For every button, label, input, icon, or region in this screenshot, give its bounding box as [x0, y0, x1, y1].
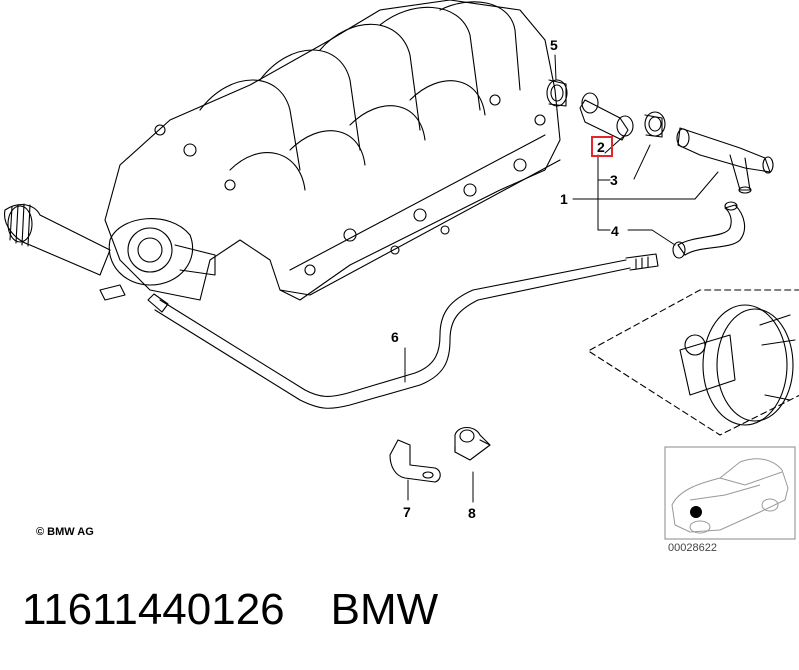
clamp-5-drawing: [546, 79, 568, 107]
clip-8-drawing: [454, 426, 491, 461]
hose-6-drawing: [99, 253, 659, 409]
callout-2-highlight: [591, 136, 613, 157]
part-caption: 11611440126 BMW: [22, 585, 438, 635]
intake-manifold-drawing: [104, 0, 561, 301]
callout-7: 7: [403, 504, 411, 520]
callout-4: 4: [611, 223, 619, 239]
callout-8: 8: [468, 505, 476, 521]
callout-2: 2: [597, 139, 605, 155]
copyright-text: © BMW AG: [36, 526, 94, 538]
air-intake-hose-drawing: [4, 203, 111, 276]
callout-1: 1: [560, 191, 568, 207]
brand-name: BMW: [330, 585, 439, 634]
elbow-hose-4-drawing: [672, 201, 746, 259]
callout-3: 3: [610, 172, 618, 188]
hose-sleeve-2-drawing: [579, 92, 634, 141]
diagram-reference-number: 00028622: [668, 542, 717, 554]
t-connector-1-drawing: [676, 127, 774, 194]
clamp-3-drawing: [644, 111, 666, 138]
leader-lines: [404, 54, 719, 503]
bracket-7-drawing: [389, 439, 441, 483]
callout-6: 6: [391, 329, 399, 345]
dashed-frame: [589, 289, 799, 436]
car-locator-inset: [664, 446, 796, 540]
part-number: 11611440126: [22, 585, 285, 634]
brake-booster-drawing: [679, 304, 796, 426]
callout-5: 5: [550, 37, 558, 53]
